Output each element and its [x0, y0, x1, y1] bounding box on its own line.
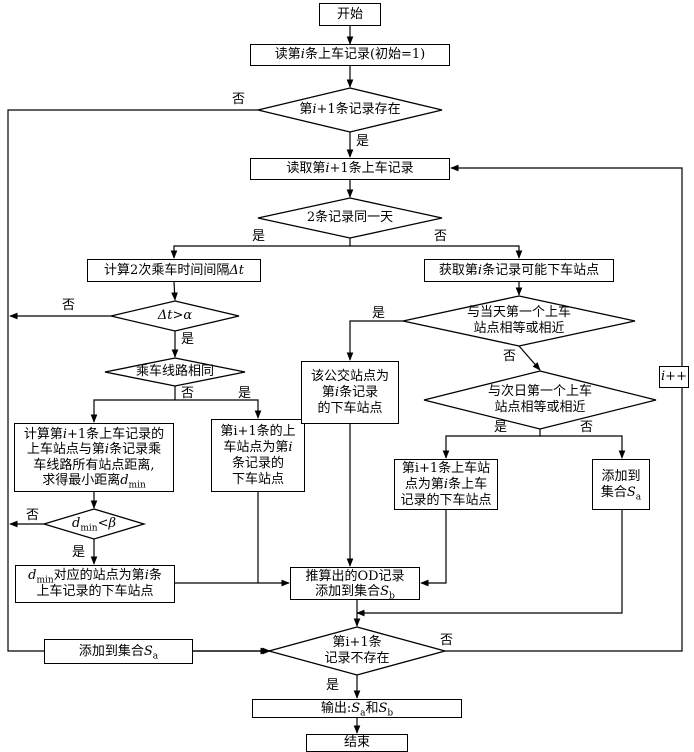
- start-node: 开始: [319, 3, 381, 26]
- decision-not-exists-text: 第i+1条记录不存在: [324, 635, 390, 666]
- calc-distance-text: 计算第i+1条上车记录的 上车站点与第i条记录乘 车线路所有站点距离, 求得最小…: [23, 426, 165, 491]
- get-alight-stations-node: 获取第i条记录可能下车站点: [424, 259, 614, 282]
- label-dt-alpha-yes: 是: [181, 332, 195, 347]
- decision-dt-alpha-text: Δt>α: [157, 308, 193, 323]
- label-dt-alpha-no: 否: [62, 298, 76, 313]
- label-same-day-yes: 是: [252, 229, 266, 244]
- read-next-record-node: 读取第i+1条上车记录: [250, 158, 450, 180]
- end-text: 结束: [343, 735, 370, 750]
- increment-text: i++: [661, 369, 687, 384]
- output-node: 输出:Sa和Sb: [252, 699, 462, 718]
- get-alight-stations-text: 获取第i条记录可能下车站点: [438, 262, 600, 278]
- decision-exists-text: 第i+1条记录存在: [299, 102, 401, 117]
- calc-distance-node: 计算第i+1条上车记录的 上车站点与第i条记录乘 车线路所有站点距离, 求得最小…: [14, 423, 174, 492]
- label-same-day-first-yes: 是: [372, 306, 386, 321]
- increment-node: i++: [659, 366, 689, 388]
- add-sa-left-text: 添加到集合Sa: [78, 643, 159, 662]
- route-same-result-text: 第i+1条的上 车站点为第i 条记录的 下车站点: [220, 423, 296, 487]
- decision-same-day-text: 2条记录同一天: [306, 210, 394, 225]
- add-sa-left-node: 添加到集合Sa: [44, 639, 193, 664]
- decision-same-route: 乘车线路相同: [105, 358, 245, 386]
- decision-same-route-text: 乘车线路相同: [135, 364, 214, 379]
- read-next-record-text: 读取第i+1条上车记录: [286, 161, 414, 176]
- start-text: 开始: [336, 6, 363, 22]
- add-sa-right-node: 添加到 集合Sa: [592, 459, 650, 510]
- label-same-route-yes: 是: [238, 386, 252, 401]
- label-not-exists-yes: 是: [326, 678, 340, 693]
- decision-exists: 第i+1条记录存在: [258, 88, 442, 132]
- od-record-text: 推算出的OD记录 添加到集合Sb: [305, 568, 405, 602]
- label-dmin-beta-yes: 是: [72, 545, 86, 560]
- label-next-day-first-yes: 是: [494, 420, 508, 435]
- decision-dmin-beta-text: dmin<β: [72, 516, 116, 534]
- read-first-record-node: 读第i条上车记录(初始=1): [250, 44, 450, 66]
- next-board-result-text: 第i+1条上车站 点为第i条上车 记录的下车站点: [400, 460, 492, 508]
- calc-interval-text: 计算2次乘车时间间隔Δt: [104, 262, 244, 278]
- label-next-day-first-no: 否: [580, 420, 594, 435]
- stop-is-alight-node: 该公交站点为 第i条记录 的下车站点: [301, 361, 399, 424]
- decision-dt-alpha: Δt>α: [111, 301, 239, 331]
- label-same-day-no: 否: [434, 229, 448, 244]
- decision-same-day-first: 与当天第一个上车站点相等或相近: [403, 296, 635, 346]
- next-board-result-node: 第i+1条上车站 点为第i条上车 记录的下车站点: [394, 459, 498, 510]
- decision-dmin-beta: dmin<β: [44, 509, 144, 539]
- add-sa-right-text: 添加到 集合Sa: [600, 468, 642, 503]
- decision-next-day-first-text: 与次日第一个上车站点相等或相近: [487, 384, 592, 415]
- route-same-result-node: 第i+1条的上 车站点为第i 条记录的 下车站点: [211, 419, 305, 492]
- stop-is-alight-text: 该公交站点为 第i条记录 的下车站点: [310, 368, 389, 416]
- decision-next-day-first: 与次日第一个上车站点相等或相近: [424, 371, 656, 429]
- label-exists-no: 否: [232, 92, 246, 107]
- read-first-record-text: 读第i条上车记录(初始=1): [274, 47, 426, 62]
- label-dmin-beta-no: 否: [26, 508, 40, 523]
- label-same-route-no: 否: [181, 386, 195, 401]
- decision-same-day: 2条记录同一天: [258, 198, 442, 238]
- calc-interval-node: 计算2次乘车时间间隔Δt: [87, 259, 261, 282]
- decision-same-day-first-text: 与当天第一个上车站点相等或相近: [466, 305, 571, 336]
- label-exists-yes: 是: [356, 134, 370, 149]
- dmin-station-text: dmin对应的站点为第i条 上车记录的下车站点: [28, 568, 162, 599]
- output-text: 输出:Sa和Sb: [320, 700, 394, 719]
- end-node: 结束: [306, 734, 408, 752]
- label-not-exists-no: 否: [440, 633, 454, 648]
- od-record-node: 推算出的OD记录 添加到集合Sb: [290, 567, 420, 602]
- decision-not-exists: 第i+1条记录不存在: [269, 627, 445, 675]
- dmin-station-node: dmin对应的站点为第i条 上车记录的下车站点: [15, 565, 175, 603]
- label-same-day-first-no: 否: [503, 349, 517, 364]
